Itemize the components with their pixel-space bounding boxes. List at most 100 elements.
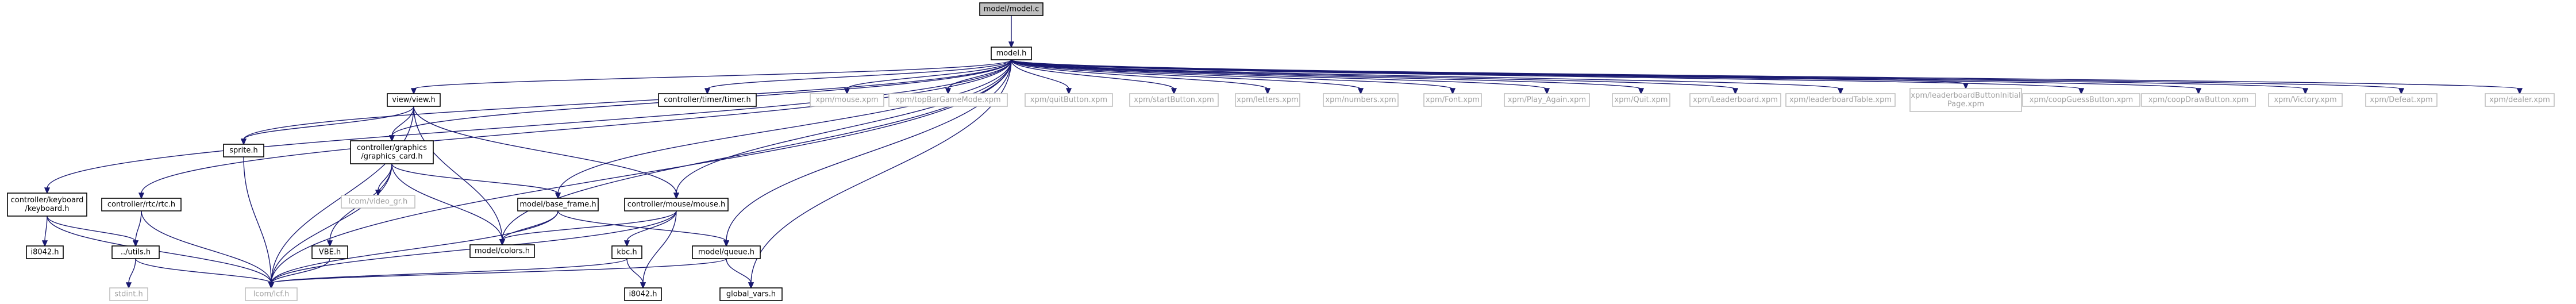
node-utils[interactable]: ../utils.h <box>111 245 160 259</box>
node-stdint[interactable]: stdint.h <box>109 287 148 301</box>
node-xpm_quitbtn[interactable]: xpm/quitButton.xpm <box>1025 93 1113 107</box>
node-i8042_kbc[interactable]: i8042.h <box>624 287 662 301</box>
node-label: xpm/dealer.xpm <box>2489 96 2550 105</box>
node-xpm_numbers[interactable]: xpm/numbers.xpm <box>1323 93 1399 107</box>
node-xpm_quit[interactable]: xpm/Quit.xpm <box>1612 93 1670 107</box>
node-label: ../utils.h <box>121 248 151 257</box>
node-label: controller/rtc/rtc.h <box>107 201 175 209</box>
edge-queue-to-global_vars <box>726 258 754 289</box>
node-layer: model/model.c model.h controller/keyboard/… <box>7 2 2555 301</box>
node-box <box>111 245 160 259</box>
node-xpm_dealer[interactable]: xpm/dealer.xpm <box>2485 93 2555 107</box>
node-label: controller/timer/timer.h <box>664 96 750 105</box>
node-vbe[interactable]: VBE.h <box>311 245 348 259</box>
edge-base_frame-to-queue <box>557 210 730 247</box>
node-ctrl_rtc[interactable]: controller/rtc/rtc.h <box>101 198 182 211</box>
node-box <box>624 198 729 211</box>
edge-base_frame-to-colors <box>499 210 559 246</box>
node-label: sprite.h <box>229 147 257 155</box>
node-box <box>469 244 535 258</box>
node-label: controller/keyboard <box>11 196 84 205</box>
node-label: xpm/startButton.xpm <box>1134 96 1214 105</box>
node-label: lcom/lcf.h <box>253 290 290 299</box>
edge-model_h-to-xpm_topbar <box>945 59 1012 95</box>
node-xpm_topbar[interactable]: xpm/topBarGameMode.xpm <box>888 93 1008 107</box>
edge-ctrl_rtc-to-utils <box>132 210 142 247</box>
node-label: model/model.c <box>984 5 1039 14</box>
node-box <box>692 245 761 259</box>
node-label: xpm/numbers.xpm <box>1325 96 1396 105</box>
node-box <box>810 93 884 107</box>
node-model_c[interactable]: model/model.c <box>979 2 1044 16</box>
edge-utils-to-lcom_lcf <box>135 258 275 289</box>
edge-view-to-sprite <box>240 106 414 145</box>
node-label: xpm/Victory.xpm <box>2274 96 2336 105</box>
node-xpm_coopguess[interactable]: xpm/coopGuessButton.xpm <box>2022 93 2140 107</box>
node-label: model.h <box>996 49 1027 58</box>
node-label: xpm/mouse.xpm <box>815 96 878 105</box>
node-box <box>2022 93 2140 107</box>
node-ctrl_mouse[interactable]: controller/mouse/mouse.h <box>624 198 729 211</box>
node-i8042_kbd[interactable]: i8042.h <box>26 245 64 259</box>
node-xpm_playagain[interactable]: xpm/Play_Again.xpm <box>1504 93 1590 107</box>
edge-model_h-to-queue <box>723 59 1012 247</box>
node-xpm_mouse[interactable]: xpm/mouse.xpm <box>810 93 884 107</box>
node-box <box>2268 93 2343 107</box>
node-label: xpm/Play_Again.xpm <box>1508 96 1586 105</box>
node-label: model/colors.h <box>475 247 530 256</box>
node-sprite[interactable]: sprite.h <box>223 144 264 157</box>
node-ctrl_timer[interactable]: controller/timer/timer.h <box>658 93 757 107</box>
node-label: i8042.h <box>629 290 657 299</box>
node-xpm_victory[interactable]: xpm/Victory.xpm <box>2268 93 2343 107</box>
node-box <box>611 245 642 259</box>
node-label: xpm/Quit.xpm <box>1615 96 1668 105</box>
node-xpm_defeat[interactable]: xpm/Defeat.xpm <box>2365 93 2438 107</box>
node-label: xpm/letters.xpm <box>1237 96 1299 105</box>
edge-model_h-to-ctrl_timer <box>704 59 1012 95</box>
edge-ctrl_rtc-to-lcom_lcf <box>141 210 275 289</box>
node-box <box>1025 93 1113 107</box>
node-lcom_lcf[interactable]: lcom/lcf.h <box>245 287 298 301</box>
node-box <box>26 245 64 259</box>
node-box <box>1785 93 1896 107</box>
edge-model_h-to-xpm_mouse <box>844 59 1012 95</box>
node-view[interactable]: view/view.h <box>387 93 441 107</box>
edge-kbc-to-i8042_kbc <box>626 258 646 289</box>
node-label: kbc.h <box>617 248 637 257</box>
node-box <box>223 144 264 157</box>
node-video_gr[interactable]: lcom/video_gr.h <box>341 195 415 209</box>
node-global_vars[interactable]: global_vars.h <box>719 287 783 301</box>
node-label: VBE.h <box>319 248 341 257</box>
node-kbc[interactable]: kbc.h <box>611 245 642 259</box>
node-xpm_leaderboard[interactable]: xpm/Leaderboard.xpm <box>1689 93 1781 107</box>
node-box <box>719 287 783 301</box>
edge-model_h-to-ctrl_rtc <box>138 59 1012 199</box>
edge-ctrl_mouse-to-colors <box>499 210 677 246</box>
node-base_frame[interactable]: model/base_frame.h <box>517 198 599 211</box>
node-ctrl_kbd[interactable]: controller/keyboard/keyboard.h <box>7 193 87 217</box>
node-label: lcom/video_gr.h <box>349 198 408 206</box>
node-box <box>979 2 1044 16</box>
node-xpm_coopdraw[interactable]: xpm/coopDrawButton.xpm <box>2141 93 2256 107</box>
node-box <box>1909 88 2022 112</box>
node-xpm_letters[interactable]: xpm/letters.xpm <box>1235 93 1300 107</box>
edge-model_h-to-xpm_dealer <box>1011 59 2523 95</box>
edge-model_h-to-xpm_letters <box>1011 59 1271 95</box>
node-xpm_startbtn[interactable]: xpm/startButton.xpm <box>1129 93 1219 107</box>
edge-ctrl_kbd-to-i8042_kbd <box>41 216 48 247</box>
node-box <box>991 47 1032 60</box>
node-box <box>1235 93 1300 107</box>
node-colors[interactable]: model/colors.h <box>469 244 535 258</box>
node-queue[interactable]: model/queue.h <box>692 245 761 259</box>
node-xpm_lbtable[interactable]: xpm/leaderboardTable.xpm <box>1785 93 1896 107</box>
edge-utils-to-stdint <box>125 258 136 289</box>
node-model_h[interactable]: model.h <box>991 47 1032 60</box>
edge-model_h-to-view <box>410 59 1012 95</box>
node-box <box>1689 93 1781 107</box>
edge-model_h-to-ctrl_mouse <box>673 59 1012 199</box>
node-box <box>101 198 182 211</box>
node-xpm_font[interactable]: xpm/Font.xpm <box>1423 93 1482 107</box>
node-gfx[interactable]: controller/graphics/graphics_card.h <box>350 140 434 164</box>
node-box <box>341 195 415 209</box>
